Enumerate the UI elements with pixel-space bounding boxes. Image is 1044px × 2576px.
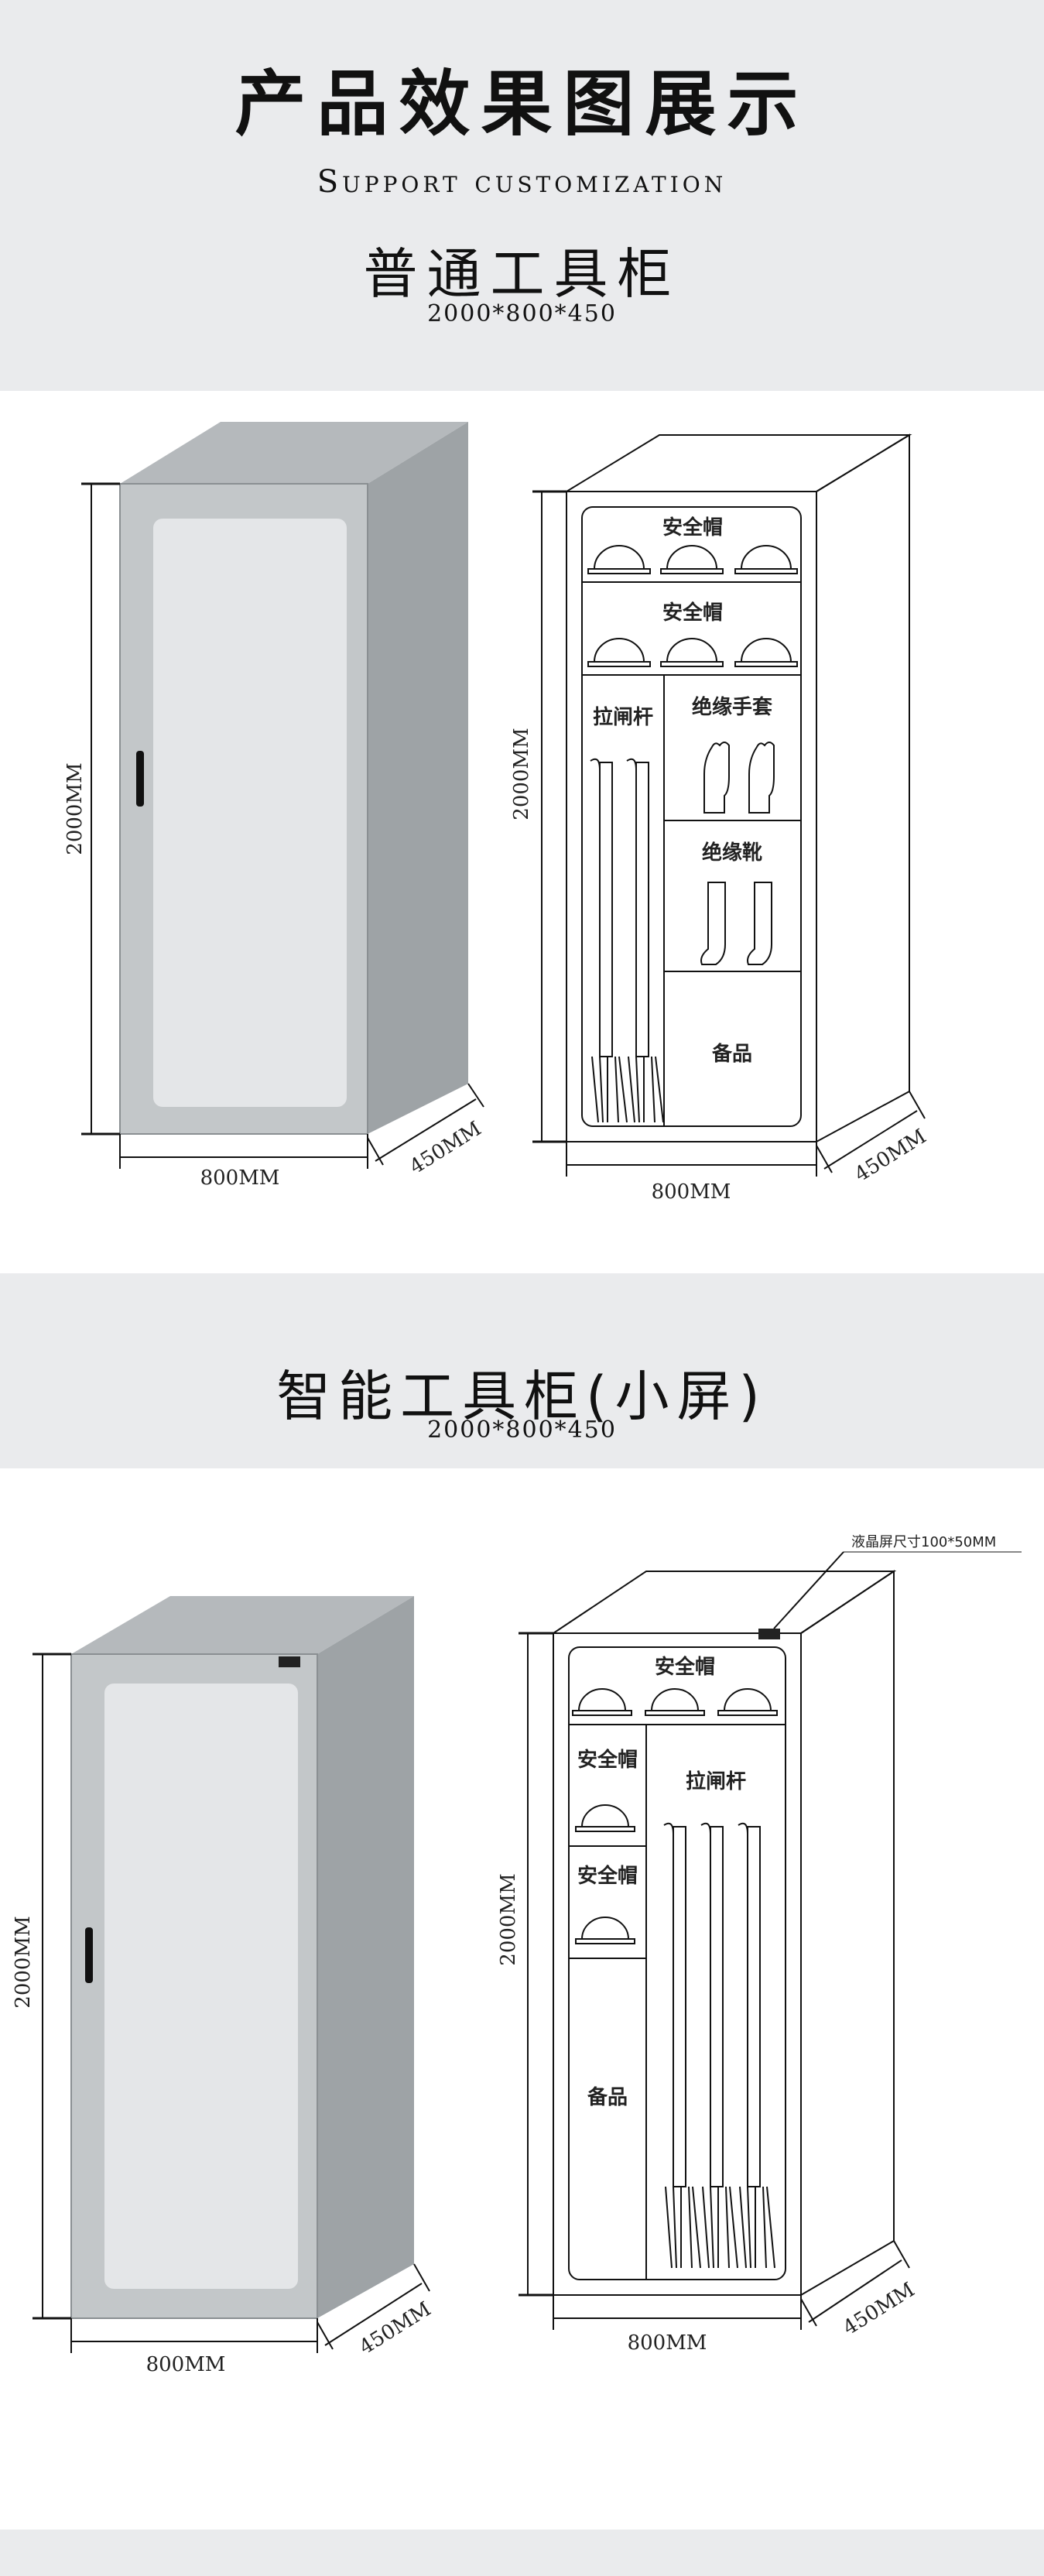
compartment-label: 绝缘靴 [702, 841, 762, 865]
width-dim-label: 800MM [652, 1180, 731, 1204]
rod-icon [599, 762, 613, 1057]
boot-icon-group [700, 882, 772, 965]
page-title: 产品效果图展示 [234, 63, 810, 146]
helmet-icon [660, 545, 724, 574]
height-dim-label: 2000MM [510, 728, 533, 820]
screen-note: 液晶屏尺寸100*50MM [851, 1534, 996, 1550]
rod-icon-group [663, 1822, 775, 2269]
helmet-icon-group-1 [572, 1688, 778, 1944]
rod-icon [635, 762, 649, 1057]
compartment-label: 安全帽 [655, 1655, 715, 1679]
cabinet-side [317, 1596, 414, 2318]
helmet-icon [575, 1804, 635, 1832]
lcd-screen-icon [279, 1656, 300, 1667]
section2-drawings: 2000MM 800MM 450MM 液晶屏尺寸100*50MM 安全帽 安全帽… [12, 1534, 1022, 2376]
helmet-icon [734, 638, 798, 667]
glove-icon-group [703, 742, 775, 814]
section2-size: 2000*800*450 [427, 1416, 617, 1444]
glove-icon [703, 742, 730, 814]
glove-icon [748, 742, 775, 814]
cabinet-glass [104, 1684, 298, 2289]
compartment-label: 拉闸杆 [686, 1769, 746, 1793]
compartment-label: 备品 [711, 1043, 752, 1066]
height-dim-label: 2000MM [497, 1873, 520, 1965]
helmet-icon [575, 1917, 635, 1944]
helmet-icon [717, 1688, 778, 1716]
lcd-screen-icon [758, 1629, 780, 1639]
height-dim-label: 2000MM [12, 1916, 35, 2008]
section2-cabinet-closed: 2000MM 800MM 450MM [12, 1596, 435, 2376]
section2-title: 智能工具柜(小屏) [276, 1365, 768, 1428]
section1-size: 2000*800*450 [427, 300, 617, 327]
helmet-icon-group-2 [587, 638, 798, 667]
width-dim-label: 800MM [628, 2331, 707, 2355]
open-cabinet-top [550, 1571, 897, 1634]
helmet-icon [572, 1688, 632, 1716]
door-handle [136, 751, 144, 807]
depth-dim-line [375, 1098, 477, 1162]
page-subtitle: Support customization [317, 164, 727, 200]
depth-dim-label: 450MM [406, 1117, 485, 1179]
open-cabinet-side [800, 1570, 895, 2297]
helmet-icon [645, 1688, 705, 1716]
depth-dim-label: 450MM [851, 1125, 930, 1187]
cabinet-side [368, 422, 468, 1134]
rod-icon-group [590, 758, 664, 1123]
helmet-icon [660, 638, 724, 667]
cabinet-glass [153, 519, 347, 1107]
compartment-label: 安全帽 [577, 1864, 638, 1888]
compartment-label: 绝缘手套 [692, 695, 773, 719]
boot-icon [747, 882, 772, 965]
header-band [0, 0, 1044, 391]
rod-icon [673, 1826, 686, 2187]
compartment-label: 拉闸杆 [593, 705, 653, 729]
open-cabinet-top [563, 434, 912, 492]
helmet-icon [587, 545, 651, 574]
depth-dim-label: 450MM [355, 2297, 435, 2359]
helmet-icon [587, 638, 651, 667]
open-cabinet-front [566, 491, 817, 1142]
section1-drawings: 2000MM 800MM 450MM 安全帽 安全帽 拉闸杆 绝缘手套 绝缘靴 [63, 422, 930, 1204]
compartment-label: 备品 [587, 2086, 628, 2109]
compartment-label: 安全帽 [577, 1748, 638, 1772]
helmet-icon-group-1 [587, 545, 798, 574]
section2-band [0, 1273, 1044, 1468]
boot-icon [700, 882, 726, 965]
section1-title: 普通工具柜 [363, 242, 681, 306]
cabinet-top [120, 422, 468, 484]
depth-dim-label: 450MM [839, 2278, 919, 2340]
open-cabinet-front [553, 1632, 802, 2296]
section1-cabinet-open [563, 433, 912, 1143]
footer-band [0, 2530, 1044, 2576]
rod-icon [747, 1826, 761, 2187]
section1-cabinet-closed: 2000MM 800MM 450MM [63, 422, 485, 1190]
depth-dim-line [823, 1110, 918, 1170]
compartment-label: 安全帽 [662, 601, 723, 625]
compartment-label: 安全帽 [662, 516, 723, 540]
width-dim-label: 800MM [146, 2353, 226, 2376]
rod-icon [710, 1826, 724, 2187]
open-cabinet-side [816, 433, 910, 1143]
helmet-icon [734, 545, 798, 574]
door-handle [85, 1927, 93, 1983]
cabinet-top [71, 1596, 414, 1654]
screen-note-leader [773, 1551, 844, 1629]
width-dim-label: 800MM [200, 1166, 280, 1190]
height-dim-label: 2000MM [63, 762, 87, 855]
